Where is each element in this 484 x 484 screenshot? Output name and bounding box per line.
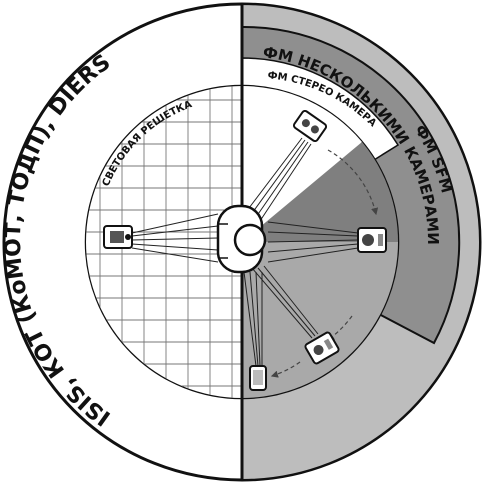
path-arrow-3 (270, 361, 301, 378)
camera-icon (304, 331, 340, 365)
smartphone-icon (249, 365, 267, 391)
phone-rays (243, 271, 263, 367)
path-arrow-2 (327, 315, 353, 341)
inner-light-region (242, 242, 398, 398)
camera-icon (357, 227, 387, 253)
person-top-view-icon (216, 204, 267, 274)
projector-icon (103, 225, 133, 249)
stereo-camera-rays (245, 137, 312, 225)
right-camera-rays (267, 221, 359, 263)
inner-dark-region (242, 142, 399, 242)
path-arrow-1 (327, 149, 379, 216)
projector-rays (131, 213, 219, 263)
camera-icon (292, 109, 328, 143)
